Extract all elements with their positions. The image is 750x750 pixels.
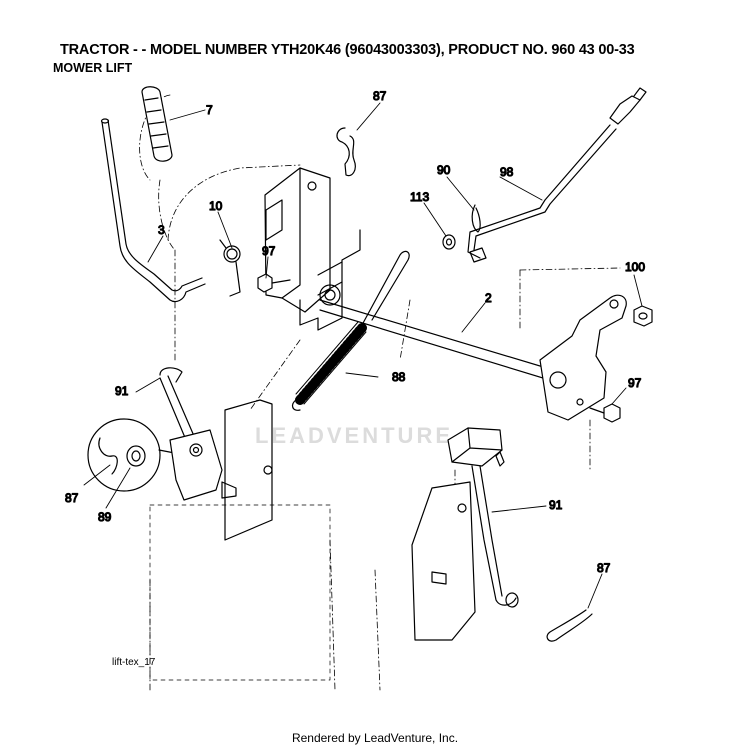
right-lift-arm <box>539 294 627 421</box>
part-97-bolt-right <box>589 403 621 423</box>
part-10-spring <box>219 239 241 297</box>
callout-113: 113 <box>410 190 429 204</box>
callout-7: 7 <box>206 103 213 117</box>
callout-87-detail: 87 <box>65 491 79 505</box>
callout-89: 89 <box>98 510 112 524</box>
leader-lines <box>83 102 643 609</box>
callout-2: 2 <box>485 291 492 305</box>
part-100-nut <box>633 305 653 327</box>
footer-credit: Rendered by LeadVenture, Inc. <box>291 731 459 745</box>
callout-97-left: 97 <box>262 244 276 258</box>
part-90-clip <box>471 204 481 233</box>
watermark-logo: LEADVENTURE <box>255 423 454 448</box>
deck-bracket-right <box>411 481 476 641</box>
part-7-grip <box>141 86 173 162</box>
callout-91-right: 91 <box>549 498 563 512</box>
callout-97-right: 97 <box>628 376 642 390</box>
callout-10: 10 <box>209 199 223 213</box>
callout-3: 3 <box>158 223 165 237</box>
callout-98: 98 <box>500 165 514 179</box>
part-113-washer <box>442 234 456 250</box>
page-title: TRACTOR - - MODEL NUMBER YTH20K46 (96043… <box>60 42 635 58</box>
part-91-link-right <box>447 427 519 608</box>
part-3-handle <box>100 118 206 303</box>
part-98-rod <box>467 87 647 263</box>
detail-87-89 <box>87 418 186 492</box>
part-88-spring <box>291 250 410 411</box>
callout-90: 90 <box>437 163 451 177</box>
callout-88: 88 <box>392 370 406 384</box>
section-subtitle: MOWER LIFT <box>53 61 133 75</box>
callout-100: 100 <box>625 260 645 274</box>
drawing-id: lift-tex_17 <box>112 657 156 668</box>
part-87-hairpin-bottom <box>546 609 593 642</box>
callout-87-top: 87 <box>373 89 387 103</box>
callout-91-left: 91 <box>115 384 129 398</box>
part-2-shaft <box>319 299 561 383</box>
callout-87-bottom: 87 <box>597 561 611 575</box>
deck-bracket-left <box>149 399 331 681</box>
part-87-hairpin-top <box>336 127 356 177</box>
lift-bracket <box>264 167 361 331</box>
callouts: 7 87 10 3 97 90 98 113 100 2 91 88 97 87… <box>64 88 646 575</box>
